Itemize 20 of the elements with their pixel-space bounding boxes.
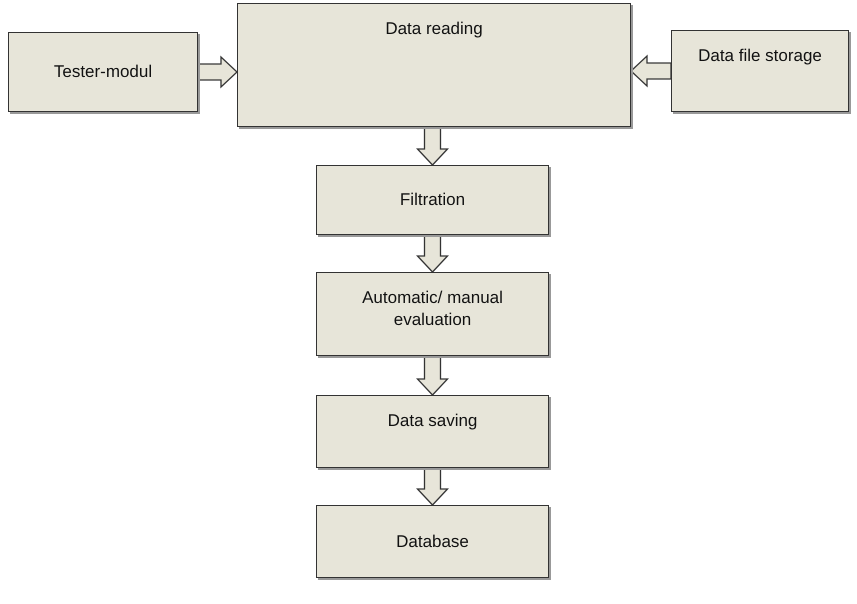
process-box: [316, 272, 549, 356]
block-arrow: [416, 126, 449, 166]
process-box: [316, 505, 549, 578]
box-label: Tester-modul: [54, 61, 152, 83]
process-box: [316, 395, 549, 468]
process-box: [8, 32, 198, 112]
box-label: Automatic/ manual evaluation: [361, 287, 504, 331]
block-arrow: [630, 54, 672, 88]
box-label: Database: [396, 530, 469, 552]
box-label: Data reading: [385, 18, 483, 40]
block-arrow: [416, 234, 449, 273]
block-arrow: [416, 355, 449, 396]
box-label: Data saving: [388, 410, 478, 432]
box-label: Data file storage: [698, 45, 822, 67]
process-box: [237, 3, 631, 127]
process-box: [671, 30, 849, 112]
block-arrow: [416, 467, 449, 506]
process-box: [316, 165, 549, 235]
box-label: Filtration: [400, 189, 466, 211]
block-arrow: [197, 56, 238, 88]
